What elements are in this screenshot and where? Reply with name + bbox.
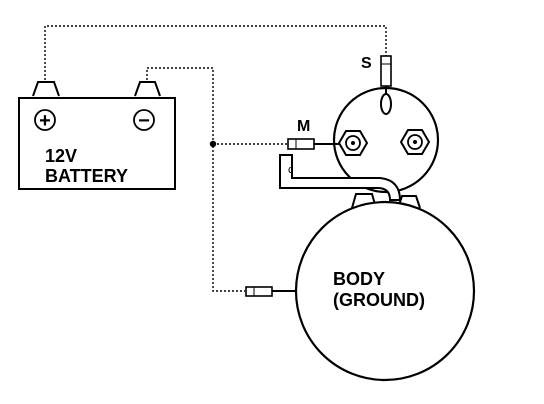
solenoid: c S M bbox=[279, 55, 440, 201]
junction-dot bbox=[209, 140, 217, 148]
wire-negative-to-ground bbox=[146, 67, 245, 292]
battery: + − 12V BATTERY bbox=[18, 81, 176, 190]
ground-connector-body bbox=[245, 286, 273, 297]
wiring bbox=[44, 25, 387, 292]
positive-terminal-circle bbox=[34, 109, 56, 131]
solenoid-strap bbox=[279, 154, 402, 201]
m-terminal-connector bbox=[287, 138, 340, 150]
ground-connector bbox=[245, 286, 296, 297]
battery-label-name: BATTERY bbox=[45, 166, 128, 186]
battery-label-voltage: 12V bbox=[45, 146, 77, 166]
positive-symbol: + bbox=[39, 110, 51, 132]
strap-mark: c bbox=[288, 164, 294, 176]
s-terminal-label: S bbox=[361, 55, 372, 72]
ground-label: (GROUND) bbox=[333, 290, 425, 310]
s-terminal-connector bbox=[380, 55, 392, 115]
negative-terminal-circle bbox=[133, 109, 155, 131]
positive-post-clamp bbox=[32, 81, 60, 97]
starter-motor: BODY (GROUND) bbox=[294, 193, 476, 382]
body-label: BODY bbox=[333, 269, 385, 289]
m-terminal-label: M bbox=[297, 118, 310, 135]
terminal-nut-b bbox=[399, 129, 431, 155]
wire-positive-to-s bbox=[44, 25, 387, 80]
negative-post-clamp bbox=[134, 81, 161, 97]
terminal-nut-m bbox=[337, 130, 369, 156]
negative-symbol: − bbox=[138, 110, 150, 132]
